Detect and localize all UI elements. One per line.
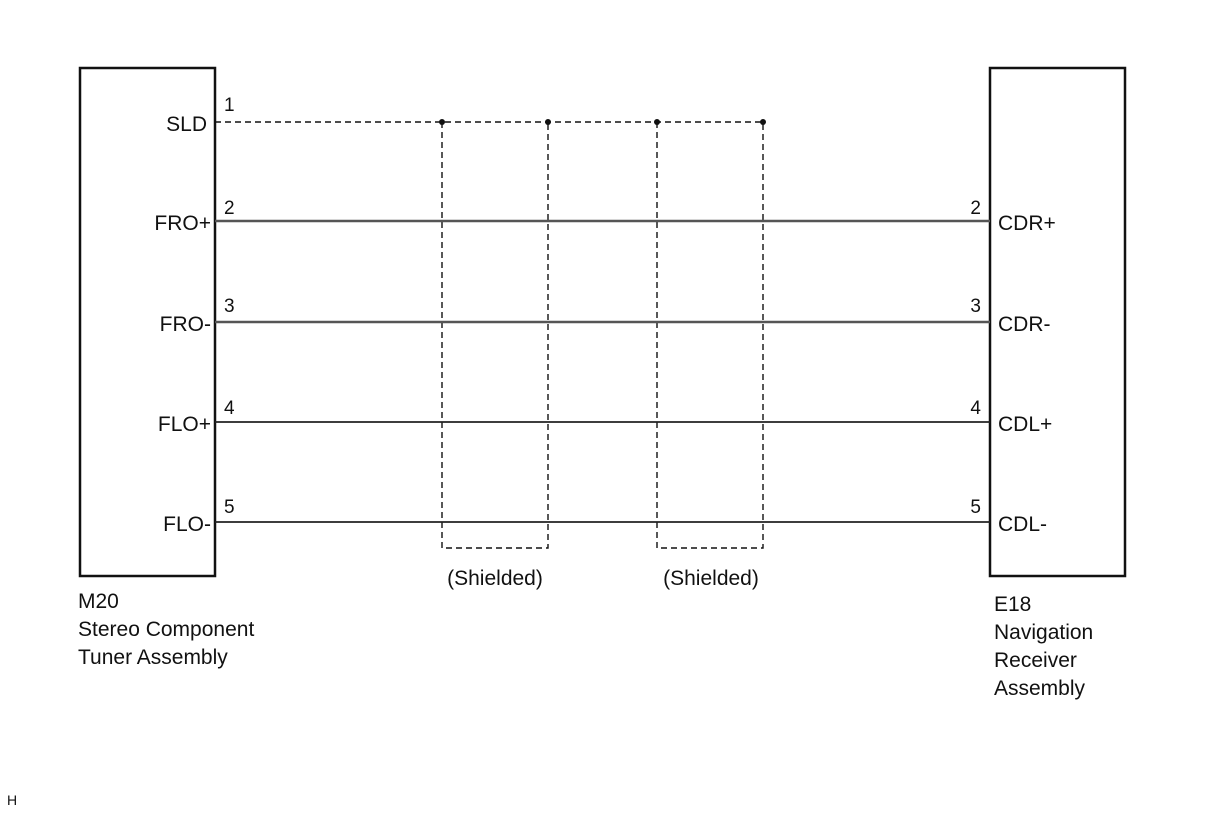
junction-dot (760, 119, 766, 125)
shield-enclosure-1 (441, 122, 549, 549)
left-pin-number: 1 (224, 95, 235, 116)
left-signal-label: FLO- (163, 513, 211, 536)
left-signal-label: FLO+ (158, 413, 211, 436)
right-pin-number: 5 (970, 497, 981, 518)
left-component-code: M20 (78, 590, 119, 613)
left-component-name: Tuner Assembly (78, 646, 228, 669)
right-signal-label: CDR- (998, 313, 1051, 336)
left-pin-number: 2 (224, 198, 235, 219)
left-signal-label: FRO- (160, 313, 211, 336)
left-pin-number: 3 (224, 296, 235, 317)
right-pin-number: 4 (970, 398, 981, 419)
footer-mark: H (7, 792, 17, 808)
right-pin-number: 3 (970, 296, 981, 317)
junction-dot (545, 119, 551, 125)
shield-label: (Shielded) (663, 567, 759, 590)
left-pin-number: 4 (224, 398, 235, 419)
left-component-name: Stereo Component (78, 618, 254, 641)
junction-dot (654, 119, 660, 125)
right-signal-label: CDL+ (998, 413, 1052, 436)
right-component-code: E18 (994, 593, 1031, 616)
left-signal-label: SLD (166, 113, 207, 136)
right-component-name: Assembly (994, 677, 1086, 700)
junction-dot (439, 119, 445, 125)
right-signal-label: CDR+ (998, 212, 1056, 235)
right-component-name: Receiver (994, 649, 1077, 672)
right-component-name: Navigation (994, 621, 1093, 644)
shield-enclosure-2 (656, 122, 764, 549)
left-signal-label: FRO+ (154, 212, 211, 235)
left-pin-number: 5 (224, 497, 235, 518)
shield-label: (Shielded) (447, 567, 543, 590)
right-pin-number: 2 (970, 198, 981, 219)
right-signal-label: CDL- (998, 513, 1047, 536)
